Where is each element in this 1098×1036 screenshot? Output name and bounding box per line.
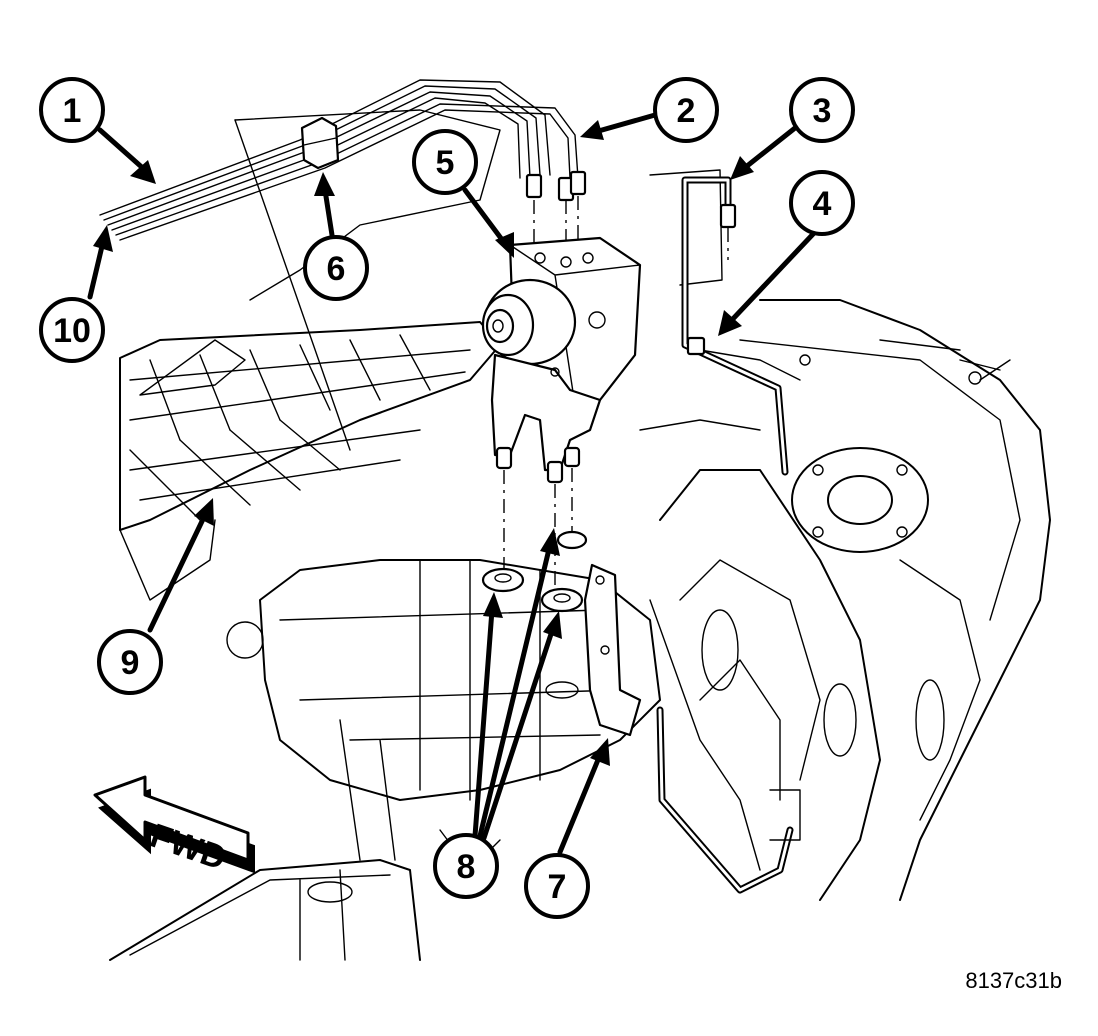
figure-id: 8137c31b [965,968,1062,993]
mounting-isolators [481,530,588,699]
brake-lines-to-master-cylinder [99,79,587,268]
callout-6: 6 [303,235,369,301]
abs-support-bracket [583,563,642,737]
callout-9-label: 9 [121,644,140,682]
callout-7-label: 7 [548,868,567,906]
callout-4: 4 [789,170,855,236]
brake-tube-to-proportioning [656,176,801,894]
callout-10-label: 10 [53,312,91,350]
callout-2-label: 2 [677,92,696,130]
forward-direction-indicator: FWD [93,775,255,878]
abs-hydraulic-control-unit [481,236,642,600]
brake-line-routing-clip [300,116,340,170]
callout-3: 3 [789,77,855,143]
callout-10: 10 [39,297,105,363]
vehicle-structure-line-art [109,109,1051,961]
callout-4-label: 4 [813,185,832,223]
callout-1-label: 1 [63,92,82,130]
callout-leaders [87,112,818,855]
callout-5: 5 [412,129,478,195]
callout-1: 1 [39,77,105,143]
callout-2: 2 [653,77,719,143]
callout-6-label: 6 [327,250,346,288]
callout-8-label: 8 [457,848,476,886]
callout-5-label: 5 [436,144,455,182]
callout-7: 7 [524,853,590,919]
callout-8: 8 [433,833,499,899]
callout-3-label: 3 [813,92,832,130]
callout-9: 9 [97,629,163,695]
